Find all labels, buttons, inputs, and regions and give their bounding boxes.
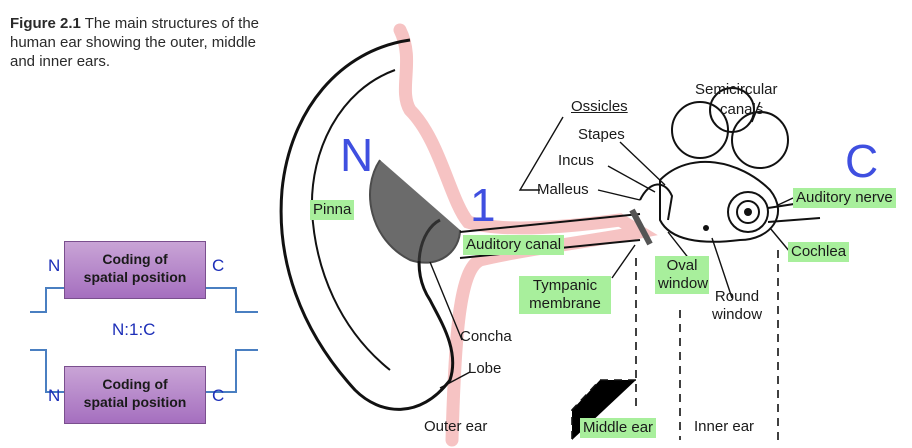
label-membrane: membrane: [529, 295, 601, 312]
canal-loop-2: [732, 112, 788, 168]
big-label-n: N: [340, 132, 373, 178]
figure-caption: Figure 2.1 The main structures of the hu…: [10, 14, 270, 71]
vestibule: [660, 162, 778, 242]
label-outer-ear: Outer ear: [424, 418, 487, 436]
coding-block-bottom-line1: Coding of: [65, 375, 205, 393]
label-oval-window: Oval window: [655, 256, 709, 294]
label-auditory-canal: Auditory canal: [463, 235, 564, 255]
label-semicircular: Semicircular: [695, 81, 778, 99]
label-round-window-2: window: [712, 306, 762, 323]
label-window: window: [658, 275, 708, 292]
block-bottom-c: C: [212, 386, 224, 406]
ratio-label: N:1:C: [112, 320, 155, 340]
label-tympanic: Tympanic: [533, 277, 597, 294]
label-lobe: Lobe: [468, 360, 501, 378]
label-auditory-nerve: Auditory nerve: [793, 188, 896, 208]
coding-block-top-line1: Coding of: [65, 250, 205, 268]
label-cochlea: Cochlea: [788, 242, 849, 262]
label-round-window: Round window: [712, 288, 762, 324]
round-window-dot: [703, 225, 709, 231]
label-concha: Concha: [460, 328, 512, 346]
block-bottom-n: N: [48, 386, 60, 406]
label-tympanic-membrane: Tympanic membrane: [519, 276, 611, 314]
label-stapes: Stapes: [578, 126, 625, 144]
label-round: Round: [715, 288, 759, 305]
label-oval: Oval: [667, 257, 698, 274]
label-inner-ear: Inner ear: [694, 418, 754, 436]
ossicle-chain: [640, 184, 672, 220]
label-middle-ear: Middle ear: [580, 418, 656, 438]
cochlea-center: [744, 208, 752, 216]
big-label-c: C: [845, 138, 878, 184]
coding-block-bottom-line2: spatial position: [65, 393, 205, 411]
label-malleus: Malleus: [537, 181, 589, 199]
figure-number: Figure 2.1: [10, 15, 81, 32]
label-ossicles: Ossicles: [571, 98, 628, 116]
label-canals: canals: [720, 101, 763, 119]
big-label-1: 1: [470, 182, 496, 228]
block-top-n: N: [48, 256, 60, 276]
coding-block-top: Coding of spatial position: [64, 241, 206, 299]
coding-block-top-line2: spatial position: [65, 268, 205, 286]
label-pinna: Pinna: [310, 200, 354, 220]
coding-block-bottom: Coding of spatial position: [64, 366, 206, 424]
block-top-c: C: [212, 256, 224, 276]
label-incus: Incus: [558, 152, 594, 170]
